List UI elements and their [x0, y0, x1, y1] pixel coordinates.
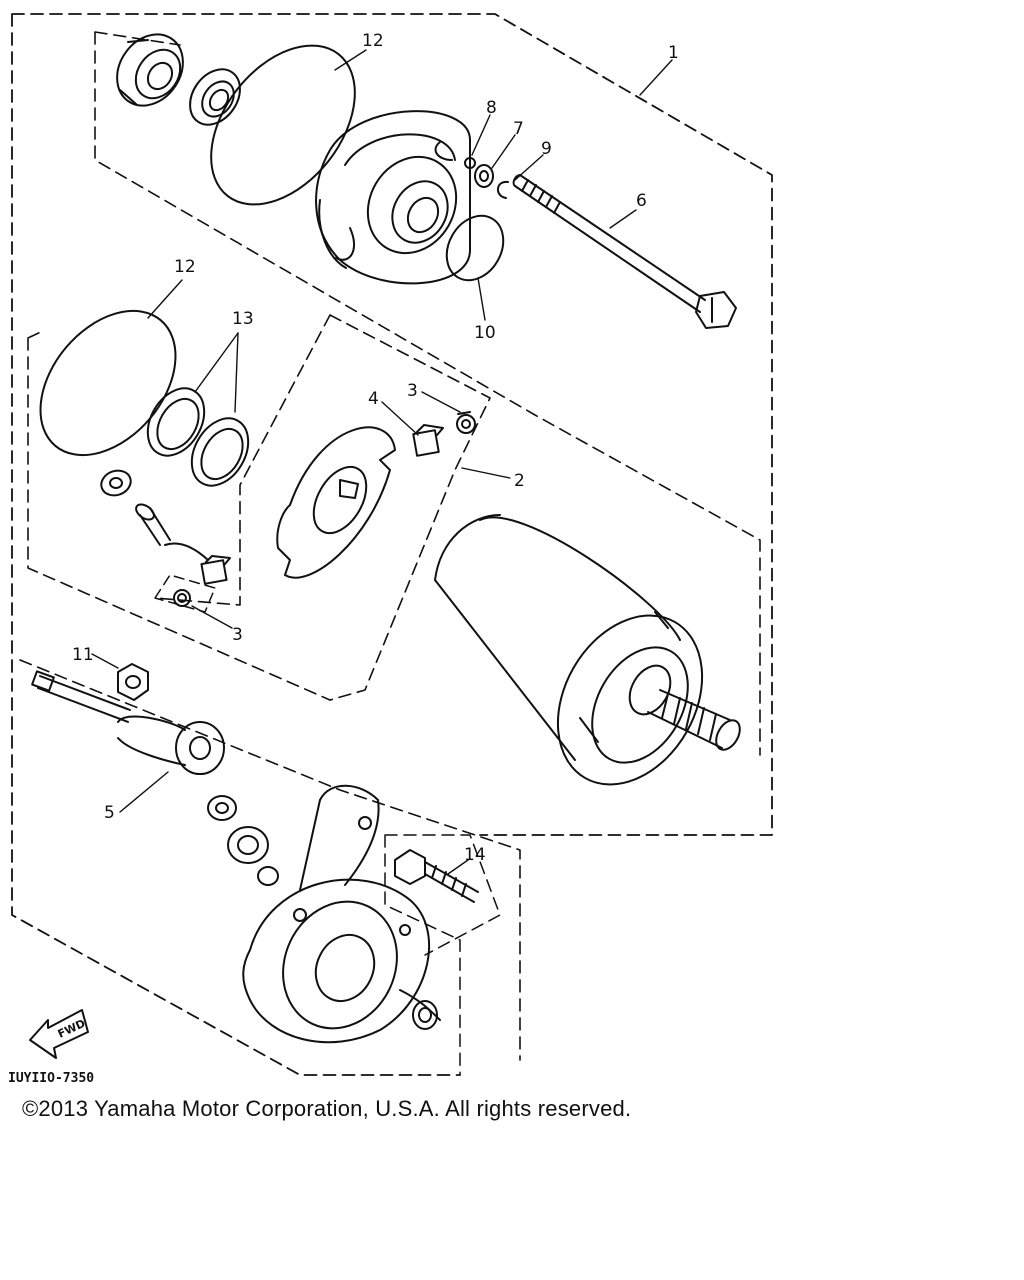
- front-cover-group-outline: [94, 31, 761, 756]
- assembly-outline: [11, 13, 773, 1076]
- callout-10: 10: [474, 323, 496, 343]
- rod-icon: [31, 670, 131, 723]
- leader-12-top: [334, 49, 367, 71]
- rear-cover-group-outline: [19, 659, 521, 1061]
- leader-8: [471, 114, 491, 156]
- copyright-notice: ©2013 Yamaha Motor Corporation, U.S.A. A…: [22, 1096, 632, 1121]
- callout-11: 11: [72, 645, 94, 665]
- callout-12-top: 12: [362, 31, 384, 51]
- leader-6: [609, 209, 637, 229]
- fwd-arrow-icon: [29, 1009, 89, 1059]
- o-ring-lower-icon: [39, 309, 177, 457]
- callout-4: 4: [368, 389, 379, 409]
- spring-group-outline: [154, 574, 216, 613]
- brush-right-icon: [412, 424, 444, 457]
- spring-left-icon: [173, 589, 191, 607]
- washer-7-icon: [474, 164, 494, 188]
- leader-2: [461, 467, 511, 479]
- through-bolt-icon: [512, 174, 737, 329]
- brush-group-outline: [27, 329, 331, 701]
- starter-motor-exploded-diagram: 1 2 3 3 4 5 6 7 8 9 10 11 12 12 13 14 FW…: [8, 13, 773, 1086]
- link-arm-icon: [117, 715, 225, 775]
- callout-2: 2: [514, 471, 525, 491]
- shim-1-icon: [146, 387, 206, 457]
- callout-7: 7: [513, 119, 524, 139]
- leader-10: [477, 277, 486, 321]
- bearing-icon: [116, 33, 184, 107]
- drawing-code: IUYIIO-7350: [8, 1071, 94, 1086]
- callout-13: 13: [232, 309, 254, 329]
- callout-9: 9: [541, 139, 552, 159]
- leader-1: [639, 59, 673, 96]
- yoke-icon: [434, 514, 704, 786]
- callout-5: 5: [104, 803, 115, 823]
- leader-4: [381, 401, 419, 436]
- front-cover-icon: [315, 110, 471, 285]
- leader-9: [514, 154, 544, 181]
- rear-cover-icon: [242, 784, 441, 1044]
- armature-shaft-icon: [628, 664, 741, 751]
- brush-plate-icon: [276, 426, 396, 579]
- shim-2-icon: [190, 417, 250, 487]
- callout-3-left: 3: [232, 625, 243, 645]
- circlip-9-icon: [497, 180, 509, 199]
- leader-5: [119, 771, 169, 813]
- leader-13b: [234, 332, 239, 413]
- brush-plate-group-outline: [154, 314, 491, 701]
- leader-3-left: [191, 605, 233, 629]
- leader-12-lower: [147, 279, 183, 319]
- callout-1: 1: [668, 43, 679, 63]
- leader-13a: [194, 332, 239, 393]
- leader-11: [91, 653, 119, 669]
- spring-right-icon: [456, 411, 476, 434]
- callout-14: 14: [464, 845, 486, 865]
- bolt-14-icon: [394, 849, 479, 903]
- leader-14: [447, 859, 469, 875]
- leader-3-right: [421, 391, 461, 413]
- terminal-bolt-icon: [135, 503, 209, 561]
- leader-7: [491, 134, 516, 169]
- callout-3-right: 3: [407, 381, 418, 401]
- washers-rear-icon: [207, 795, 279, 886]
- brush-left-icon: [200, 555, 231, 585]
- washer-8-icon: [464, 157, 476, 169]
- bolt-group-outline: [384, 834, 501, 1076]
- nut-11-icon: [117, 663, 149, 701]
- nut-washer-icon: [100, 469, 132, 497]
- callout-6: 6: [636, 191, 647, 211]
- o-ring-upper-icon: [210, 44, 356, 206]
- callout-8: 8: [486, 98, 497, 118]
- o-ring-10-icon: [445, 214, 505, 282]
- oil-seal-icon: [189, 68, 241, 126]
- callout-12-lower: 12: [174, 257, 196, 277]
